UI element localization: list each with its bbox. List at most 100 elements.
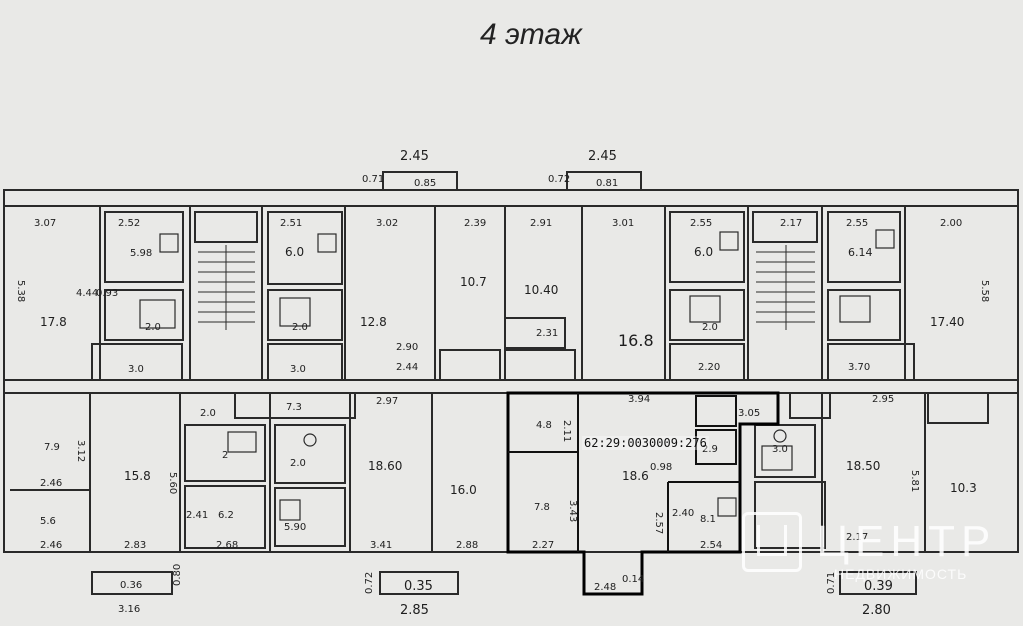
- room-area: 10.7: [460, 275, 487, 289]
- dim-label: 2.27: [532, 540, 554, 551]
- balcony-bottom-2-area: 0.35: [404, 579, 433, 594]
- room-area: 7.3: [286, 402, 302, 413]
- balcony-top-1-side: 0.71: [362, 174, 384, 185]
- balcony-bottom-2: [379, 571, 459, 595]
- dim-label: 3.12: [75, 440, 86, 462]
- dim-label: 3.01: [612, 218, 634, 229]
- room-area: 6.0: [285, 245, 304, 259]
- balcony-top-1: [382, 171, 458, 191]
- room-area: 2.0: [702, 322, 718, 333]
- room-area: 2.0: [200, 408, 216, 419]
- room-area: 6.0: [694, 245, 713, 259]
- dim-label: 0.93: [96, 288, 118, 299]
- room-area: 17.8: [40, 315, 67, 329]
- room-area: 18.50: [846, 459, 880, 473]
- balcony-bottom-1-side: 0.80: [172, 564, 183, 586]
- balcony-top-1-dim: 2.45: [400, 149, 429, 164]
- dim-label: 5.81: [909, 470, 920, 492]
- dim-label: 2.55: [690, 218, 712, 229]
- balcony-bottom-1-dim: 3.16: [118, 604, 140, 615]
- room-area: 10.3: [950, 481, 977, 495]
- room-area: 2.0: [290, 458, 306, 469]
- room-area: 7.8: [534, 502, 550, 513]
- dim-label: 2.39: [464, 218, 486, 229]
- room-area: 15.8: [124, 469, 151, 483]
- room-area: 10.40: [524, 283, 558, 297]
- dim-label: 5.38: [15, 280, 26, 302]
- room-area: 17.40: [930, 315, 964, 329]
- dim-label: 2.11: [561, 420, 572, 442]
- dim-label: 2.20: [698, 362, 720, 373]
- room-area: 3.0: [290, 364, 306, 375]
- balcony-bottom-3: [839, 571, 917, 595]
- highlighted-apartment: [506, 391, 780, 596]
- dim-label: 0.14: [622, 574, 644, 585]
- room-area: 2.9: [702, 444, 718, 455]
- dim-label: 3.07: [34, 218, 56, 229]
- room-area: 2.0: [292, 322, 308, 333]
- dim-label: 2.83: [124, 540, 146, 551]
- dim-label: 4.44: [76, 288, 98, 299]
- dim-label: 2.97: [376, 396, 398, 407]
- dim-label: 0.98: [650, 462, 672, 473]
- dim-label: 2.40: [672, 508, 694, 519]
- room-area: 2: [222, 450, 228, 461]
- room-area: 18.60: [368, 459, 402, 473]
- watermark-brand: ЦЕНТР: [816, 517, 997, 566]
- room-area: 8.1: [700, 514, 716, 525]
- balcony-bottom-3-side: 0.71: [826, 572, 837, 594]
- room-area: 3.0: [772, 444, 788, 455]
- dim-label: 3.70: [848, 362, 870, 373]
- balcony-bottom-1: [91, 571, 173, 595]
- balcony-top-2-dim: 2.45: [588, 149, 617, 164]
- balcony-top-2-side: 0.72: [548, 174, 570, 185]
- dim-label: 2.95: [872, 394, 894, 405]
- room-area: 7.9: [44, 442, 60, 453]
- dim-label: 3.02: [376, 218, 398, 229]
- balcony-top-1-area: 0.85: [414, 178, 436, 189]
- dim-label: 3.43: [567, 500, 578, 522]
- dim-label: 2.52: [118, 218, 140, 229]
- room-area: 16.8: [618, 331, 654, 350]
- room-area: 2.0: [145, 322, 161, 333]
- cadastral-number: 62:29:0030009:276: [582, 436, 709, 450]
- dim-label: 2.46: [40, 540, 62, 551]
- dim-label: 2.17: [846, 532, 868, 543]
- house-logo-icon: [742, 512, 802, 572]
- dim-label: 2.55: [846, 218, 868, 229]
- dim-label: 2.88: [456, 540, 478, 551]
- balcony-top-2-area: 0.81: [596, 178, 618, 189]
- dim-label: 2.00: [940, 218, 962, 229]
- room-area: 2.31: [536, 328, 558, 339]
- dim-label: 2.41: [186, 510, 208, 521]
- dim-label: 2.48: [594, 582, 616, 593]
- balcony-bottom-1-area: 0.36: [120, 580, 142, 591]
- balcony-bottom-3-area: 0.39: [864, 579, 893, 594]
- dim-label: 2.46: [40, 478, 62, 489]
- dim-label: 2.91: [530, 218, 552, 229]
- room-area: 12.8: [360, 315, 387, 329]
- room-area: 3.0: [128, 364, 144, 375]
- dim-label: 3.94: [628, 394, 650, 405]
- balcony-top-2: [566, 171, 642, 191]
- dim-label: 3.05: [738, 408, 760, 419]
- dim-label: 3.41: [370, 540, 392, 551]
- dim-label: 2.51: [280, 218, 302, 229]
- room-area: 5.90: [284, 522, 306, 533]
- dim-label: 2.90: [396, 342, 418, 353]
- dim-label: 5.58: [979, 280, 990, 302]
- watermark-subtitle: НЕДВИЖИМОСТЬ: [834, 566, 968, 582]
- room-area: 18.6: [622, 469, 649, 483]
- room-area: 5.6: [40, 516, 56, 527]
- balcony-bottom-3-dim: 2.80: [862, 603, 891, 618]
- balcony-bottom-2-dim: 2.85: [400, 603, 429, 618]
- room-area: 6.2: [218, 510, 234, 521]
- room-area: 5.98: [130, 248, 152, 259]
- dim-label: 5.60: [167, 472, 178, 494]
- dim-label: 2.54: [700, 540, 722, 551]
- dim-label: 2.44: [396, 362, 418, 373]
- dim-label: 2.57: [653, 512, 664, 534]
- dim-label: 2.68: [216, 540, 238, 551]
- dim-label: 2.17: [780, 218, 802, 229]
